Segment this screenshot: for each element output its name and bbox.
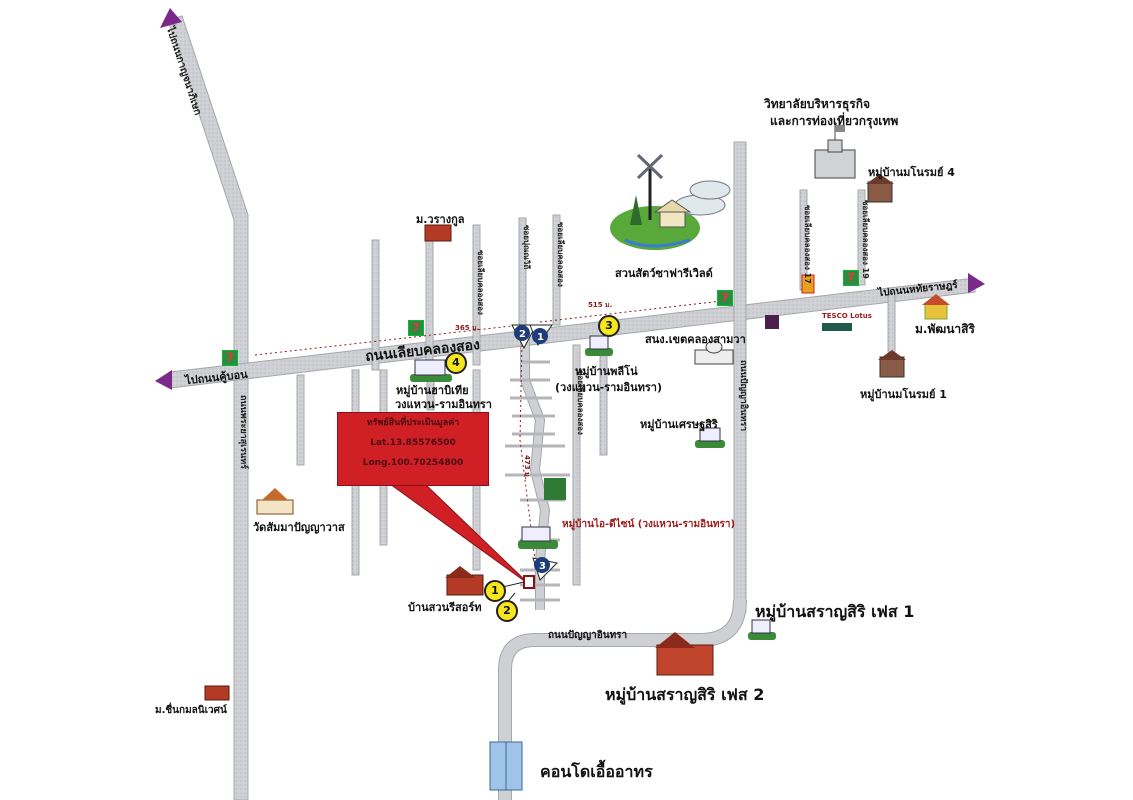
seven-eleven-icon: 7 xyxy=(843,270,859,286)
manorom4-house-icon xyxy=(866,174,894,203)
road-label-left-vertical: ถนนพระยาสุเรนทร์ xyxy=(238,395,248,470)
place-habitia-sub: วงแหวน-รามอินทรา xyxy=(395,398,492,411)
college-icon xyxy=(814,125,856,179)
marker-1[interactable]: 1 xyxy=(484,580,506,602)
habitia-village-icon xyxy=(410,359,452,382)
park-icon xyxy=(544,478,566,500)
sign-1-num: 1 xyxy=(537,332,544,343)
seven-eleven-icon: 7 xyxy=(408,320,424,336)
pleno-village-icon xyxy=(585,335,613,356)
arrow-right-icon xyxy=(968,273,985,293)
tesco-lotus-icon xyxy=(822,323,852,331)
place-college-2: และการท่องเที่ยวกรุงเทพ xyxy=(770,114,899,128)
saransiri2-house-icon xyxy=(655,632,714,676)
warangkun-house-icon xyxy=(424,224,452,242)
saransiri1-village-icon xyxy=(748,619,776,640)
place-phannasiri: ม.พัฒนาสิริ xyxy=(915,322,975,336)
idesign-village-icon xyxy=(518,526,558,549)
manorom1-house-icon xyxy=(878,350,906,378)
place-wat: วัดสัมมาปัญญาวาส xyxy=(253,521,345,534)
suan-resort-house-icon xyxy=(445,566,484,596)
place-manorom4: หมู่บ้านมโนรมย์ 4 xyxy=(868,166,955,179)
condo-icon xyxy=(489,741,523,791)
seven-eleven-icon: 7 xyxy=(717,290,733,306)
place-pleno: หมู่บ้านพลีโน่ xyxy=(575,365,638,378)
marker-2[interactable]: 2 xyxy=(496,600,518,622)
road-liap-khlong-song xyxy=(155,273,985,390)
property-icon xyxy=(523,575,535,589)
place-condo: คอนโดเอื้ออาทร xyxy=(540,762,653,781)
soi-label: ซอยเลียบคลองสอง xyxy=(576,370,585,435)
callout-lat: Lat.13.85576500 xyxy=(370,438,456,448)
soi-label: ซอยเลียบคลองสอง xyxy=(476,250,485,315)
road-panya-inthra-vertical xyxy=(498,141,747,800)
wat-temple-icon xyxy=(256,488,294,515)
setthasiri-village-icon xyxy=(695,427,725,448)
road-sign-2 xyxy=(511,324,537,350)
place-chuenchom: ม.ชื่นกมลนิเวศน์ xyxy=(155,705,227,716)
place-setthasiri: หมู่บ้านเศรษฐสิริ xyxy=(640,418,718,431)
place-warangkun: ม.วรางกูล xyxy=(416,213,465,226)
distance-lines xyxy=(254,299,731,561)
distance-515: 515 ม. xyxy=(588,301,613,309)
place-pleno-sub: (วงแหวน-รามอินทรา) xyxy=(555,381,663,394)
place-safari-world: สวนสัตว์ซาฟารีเวิลด์ xyxy=(615,267,713,280)
place-saransiri2: หมู่บ้านสราญสิริ เฟส 2 xyxy=(605,685,765,704)
place-saransiri1: หมู่บ้านสราญสิริ เฟส 1 xyxy=(755,602,915,621)
caltex-icon xyxy=(801,274,815,294)
road-label-bottom: ถนนปัญญาอินทรา xyxy=(548,630,628,641)
place-tesco-lotus: TESCO Lotus xyxy=(822,312,872,320)
chuenchom-house-icon xyxy=(204,685,230,701)
distance-473: 473 ม. xyxy=(523,455,531,480)
soi-label-punnawithi: ซอยปุณณวิถี xyxy=(522,225,531,270)
marker-4[interactable]: 4 xyxy=(445,352,467,374)
property-callout: ทรัพย์สินที่ประเมินมูลค่า Lat.13.8557650… xyxy=(337,412,489,486)
road-sign-1 xyxy=(529,324,553,347)
road-sign-3 xyxy=(532,557,559,581)
soi-label: ซอยเลียบคลองสอง xyxy=(556,222,565,287)
phannasiri-house-icon xyxy=(922,294,950,320)
sign-3-num: 3 xyxy=(539,561,546,572)
safari-world-icon xyxy=(610,153,731,250)
place-college: วิทยาลัยบริหารธุรกิจ xyxy=(764,97,871,111)
arrow-left-icon xyxy=(155,370,172,390)
marker-3[interactable]: 3 xyxy=(598,315,620,337)
district-office-icon xyxy=(694,340,734,365)
road-to-kanchanaphisek xyxy=(160,8,249,800)
bank-icon xyxy=(765,315,779,329)
place-habitia: หมู่บ้านฮาบิเทีย xyxy=(396,384,469,397)
distance-365: 365 ม. xyxy=(455,324,480,332)
place-idesign: หมู่บ้านไอ-ดีไซน์ (วงแหวน-รามอินทรา) xyxy=(562,519,736,530)
soi-label-17: ซอยเลียบคลองสอง 17 xyxy=(803,205,812,284)
sign-2-num: 2 xyxy=(519,329,526,340)
place-manorom1: หมู่บ้านมโนรมย์ 1 xyxy=(860,388,947,401)
seven-eleven-icon: 7 xyxy=(222,350,238,366)
callout-title: ทรัพย์สินที่ประเมินมูลค่า xyxy=(366,418,460,428)
soi-label-19: ซอยเลียบคลองสอง 19 xyxy=(861,200,870,279)
place-suan-resort: บ้านสวนรีสอร์ท xyxy=(408,601,482,614)
arrow-up-left-icon xyxy=(160,8,182,28)
place-district-office: สนง.เขตคลองสามวา xyxy=(645,333,746,346)
road-label-right-vertical: ถนนปัญญาอินทรา xyxy=(738,360,748,432)
callout-long: Long.100.70254800 xyxy=(362,458,464,468)
